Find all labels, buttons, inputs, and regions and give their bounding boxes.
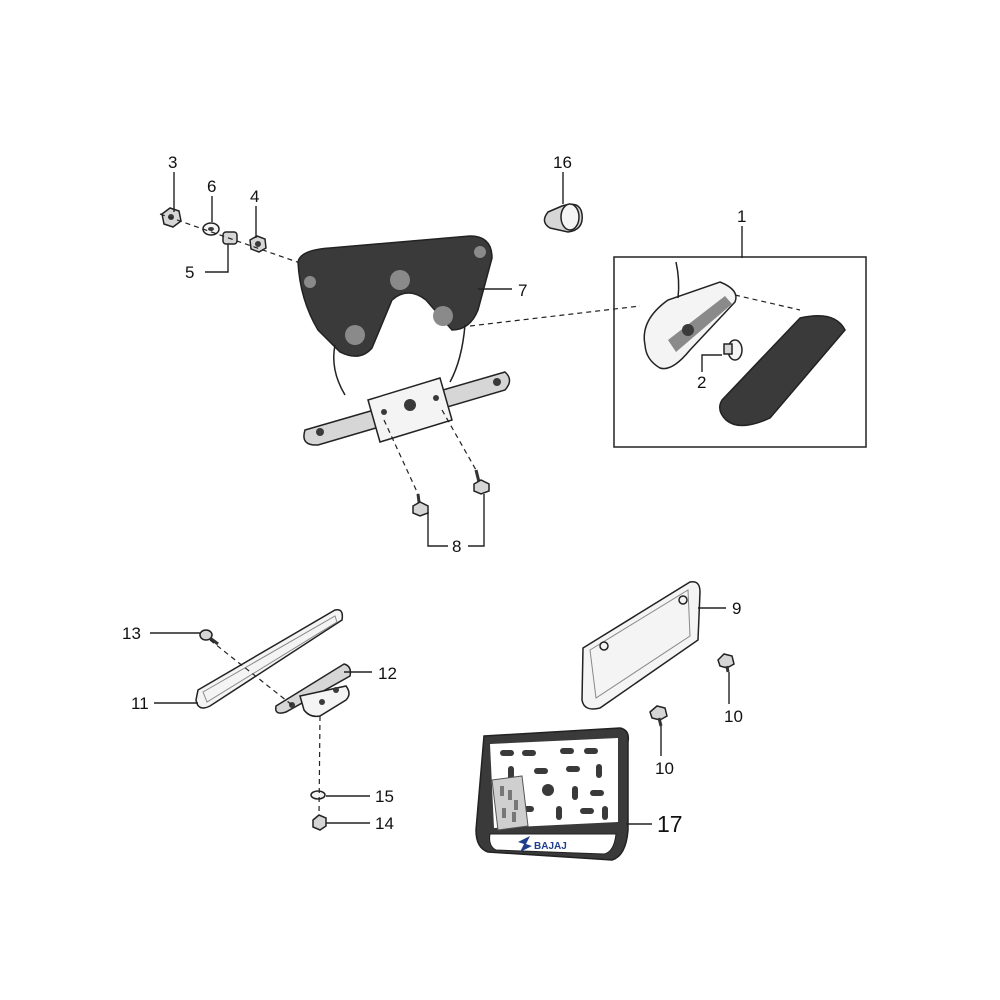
bolt-axis-right (441, 409, 477, 471)
callout-labels: 3 6 4 5 16 1 7 2 8 9 10 10 13 12 11 15 1… (122, 153, 746, 837)
bolt-part-8-left (412, 493, 429, 517)
plate-frame-brand: BAJAJ (534, 841, 567, 852)
lens-axis (734, 294, 801, 311)
callout-12: 12 (378, 664, 397, 683)
screw-axis-14 (318, 715, 321, 816)
bolt-axis-left (383, 419, 419, 495)
lamp-housing (643, 261, 737, 370)
callout-10-left: 10 (655, 759, 674, 778)
leader-lines (150, 172, 743, 825)
license-plate-part-9 (581, 580, 701, 710)
lamp-lens (719, 315, 846, 427)
callout-7: 7 (518, 281, 527, 300)
bulb-part-2 (723, 339, 743, 361)
reflector-strip-part-11 (195, 608, 344, 709)
stay-bracket-part-12 (274, 663, 352, 718)
plate-frame-part-17: BAJAJ (475, 727, 630, 861)
callout-14: 14 (375, 814, 394, 833)
nut-part-4 (249, 235, 267, 253)
screw-part-13 (199, 629, 219, 646)
washer-part-6 (202, 222, 220, 236)
callout-16: 16 (553, 153, 572, 172)
tail-lamp-assembly-box (613, 256, 867, 448)
callout-13: 13 (122, 624, 141, 643)
bolt-part-8-right (473, 469, 490, 495)
rubber-cap-part-16 (543, 203, 583, 233)
lamp-mount-axis (469, 305, 641, 327)
callout-4: 4 (250, 187, 259, 206)
callout-17: 17 (657, 811, 683, 837)
callout-15: 15 (375, 787, 394, 806)
callout-5: 5 (185, 263, 194, 282)
washer-part-15 (310, 790, 326, 800)
brand-logo-icon (518, 836, 532, 852)
callout-1: 1 (737, 207, 746, 226)
callout-10-right: 10 (724, 707, 743, 726)
assembly-axis-line (159, 213, 321, 271)
screw-part-14 (312, 814, 327, 831)
callout-8: 8 (452, 537, 461, 556)
callout-9: 9 (732, 599, 741, 618)
callout-2: 2 (697, 373, 706, 392)
callout-3: 3 (168, 153, 177, 172)
callout-6: 6 (207, 177, 216, 196)
bolt-part-10-left (649, 705, 668, 727)
bolt-part-10-right (717, 653, 735, 673)
callout-11: 11 (131, 694, 149, 713)
tail-bracket-part-7 (297, 235, 511, 446)
